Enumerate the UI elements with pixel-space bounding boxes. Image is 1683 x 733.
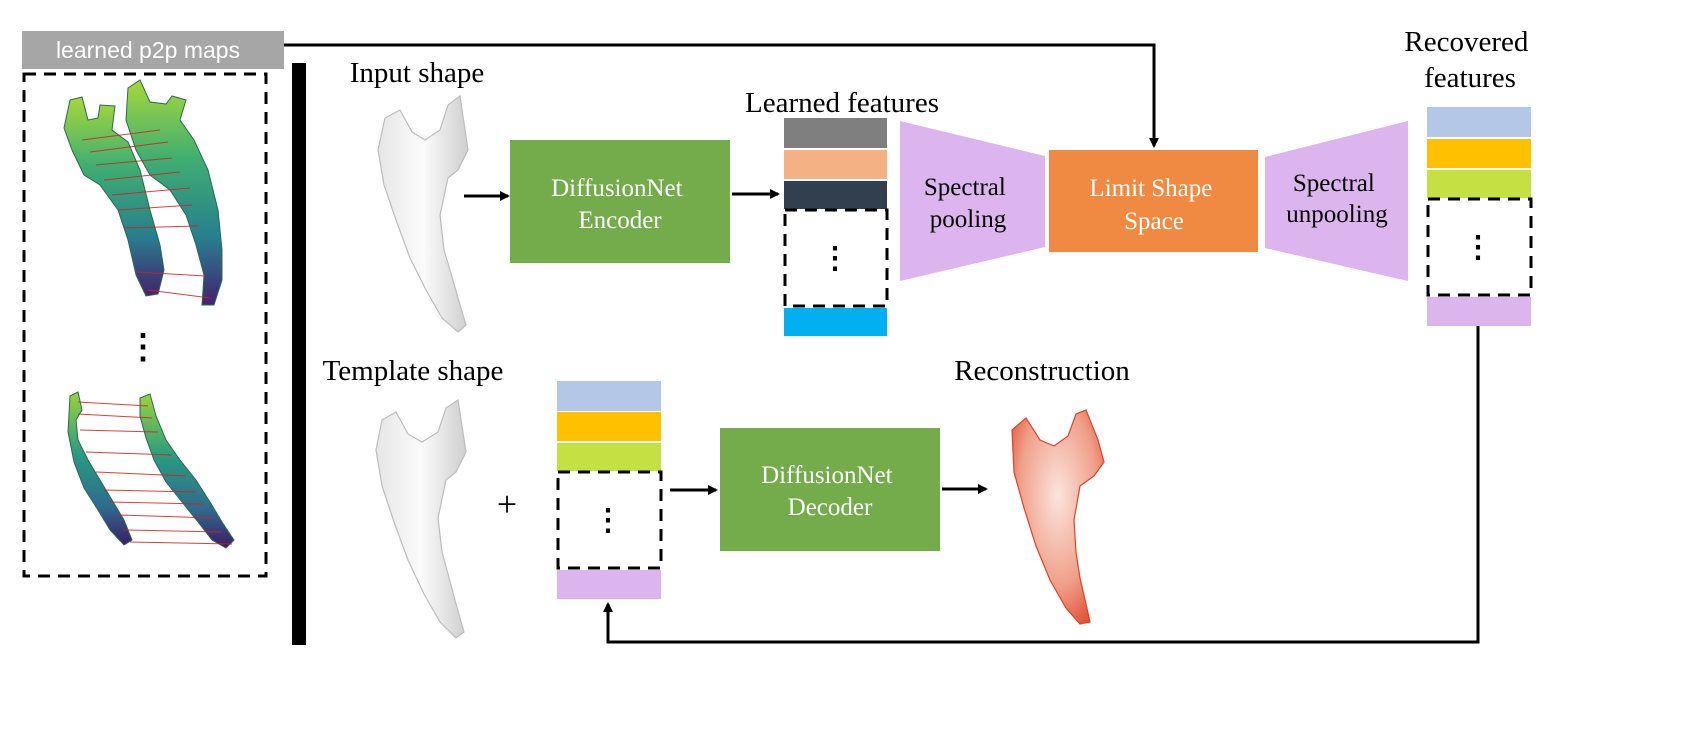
decoder-label-line1: DiffusionNet [761,462,893,489]
spectral-unpooling-trapezoid [1265,121,1408,281]
template-cell-gold [557,412,661,441]
learned-features-label: Learned features [745,87,939,119]
recovered-line1: Recovered [1404,26,1528,58]
template-shape-label: Template shape [323,355,504,387]
spectral-pooling-trapezoid [900,121,1045,281]
unpooling-line2: unpooling [1286,201,1388,228]
jaw-mesh-right-top [125,79,223,306]
decoder-label-line2: Decoder [788,494,873,521]
separator-bar [292,63,306,645]
p2p-ellipsis: ⋮ [126,329,160,366]
unpooling-line1: Spectral [1293,170,1375,197]
encoder-block [510,140,730,263]
limit-shape-label: Limit Shape Space [1089,175,1218,235]
reconstruction-mesh [1011,409,1105,625]
template-cell-ellipsis-box [556,470,663,570]
feature-cell-navy [784,181,887,209]
template-cell-lilac [557,570,661,599]
feature-cell-ellipsis-box [783,208,889,308]
recovered-ellipsis: ⋮ [1463,231,1493,264]
jaw-pair-top [63,79,223,306]
p2p-to-limit-arrow [284,43,1159,148]
template-ellipsis: ⋮ [593,504,623,537]
decoder-block [720,428,940,551]
learned-feature-stack: ⋮ [783,118,889,336]
recovered-cell-gold [1427,139,1531,168]
template-cell-blue [557,381,661,411]
feature-cell-peach [784,150,887,179]
limit-shape-block [1049,150,1258,252]
pooling-line1: Spectral [924,174,1006,201]
jaw-pair-bottom [67,391,235,549]
encoder-label: DiffusionNet Encoder [551,175,689,234]
recovered-cell-lime [1427,170,1531,198]
reconstruction-label: Reconstruction [954,355,1130,387]
input-shape-label: Input shape [350,57,485,89]
p2p-badge [22,31,284,69]
limit-line1: Limit Shape [1089,175,1212,202]
correspondence-lines-top [81,129,211,299]
p2p-badge-label: learned p2p maps [56,37,240,63]
plus-sign: + [497,484,517,524]
feature-ellipsis: ⋮ [820,242,850,275]
spectral-pooling-label: Spectral pooling [924,174,1012,233]
recovered-feature-stack: ⋮ [1426,107,1533,326]
recovered-cell-blue [1427,107,1531,137]
encoder-label-line1: DiffusionNet [551,175,683,202]
recovered-features-label: Recovered features [1404,26,1535,94]
recovered-cell-ellipsis-box [1426,197,1533,297]
recovered-to-template-arrow [603,326,1480,644]
jaw-mesh-left-top [63,96,165,297]
correspondence-lines-bottom [77,401,233,545]
learned-p2p-panel: learned p2p maps ⋮ [22,31,284,578]
feature-cell-gray [784,118,887,148]
template-feature-stack: ⋮ [556,381,663,599]
decoder-label: DiffusionNet Decoder [761,462,899,521]
jaw-mesh-right-bottom [139,393,235,549]
pooling-line2: pooling [930,206,1007,233]
recovered-cell-lilac [1427,297,1531,326]
input-shape-mesh [377,94,469,333]
feature-cell-cyan [784,308,887,336]
template-shape-mesh [375,398,467,639]
template-cell-lime [557,443,661,471]
p2p-dashed-box [22,72,268,578]
jaw-mesh-left-bottom [67,391,133,546]
spectral-unpooling-label: Spectral unpooling [1286,170,1388,228]
recovered-line2: features [1424,62,1516,94]
limit-line2: Space [1124,208,1184,235]
encoder-label-line2: Encoder [578,207,662,234]
